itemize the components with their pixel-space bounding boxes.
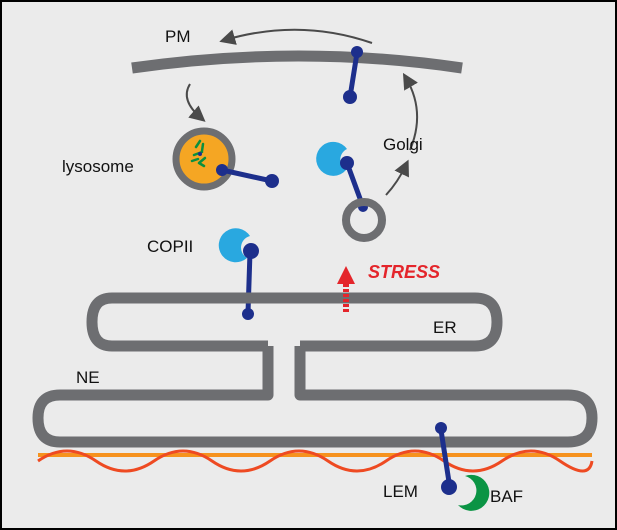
lamina-red-wave	[37, 449, 594, 473]
arrow-pm-to-lysosome	[185, 83, 206, 122]
vesicle-protein	[340, 156, 368, 212]
copii-coat-golgi	[316, 141, 347, 176]
label-stress: STRESS	[368, 262, 440, 282]
baf-protein	[458, 474, 490, 511]
label-golgi: Golgi	[383, 135, 423, 154]
degraded-protein	[190, 139, 207, 168]
label-er: ER	[433, 318, 457, 337]
arrow-golgi-to-pm	[402, 72, 419, 151]
transport-vesicle	[342, 198, 386, 242]
er-nuclear-envelope	[32, 292, 598, 448]
pm-protein	[343, 46, 363, 104]
stress-arrow	[337, 266, 355, 312]
label-lysosome: lysosome	[62, 157, 134, 176]
label-baf: BAF	[490, 487, 523, 506]
arrow-pm-top	[219, 28, 373, 45]
lem-protein	[435, 422, 457, 495]
lysosome	[172, 127, 279, 191]
lysosome-protein	[216, 164, 279, 188]
arrow-vesicle-to-golgi	[385, 159, 409, 196]
er-exit-protein	[242, 243, 259, 320]
label-ne: NE	[76, 368, 100, 387]
copii-coat-er	[218, 228, 250, 263]
label-lem: LEM	[383, 482, 418, 501]
plasma-membrane	[131, 50, 463, 74]
label-copii: COPII	[147, 237, 193, 256]
label-pm: PM	[165, 27, 191, 46]
